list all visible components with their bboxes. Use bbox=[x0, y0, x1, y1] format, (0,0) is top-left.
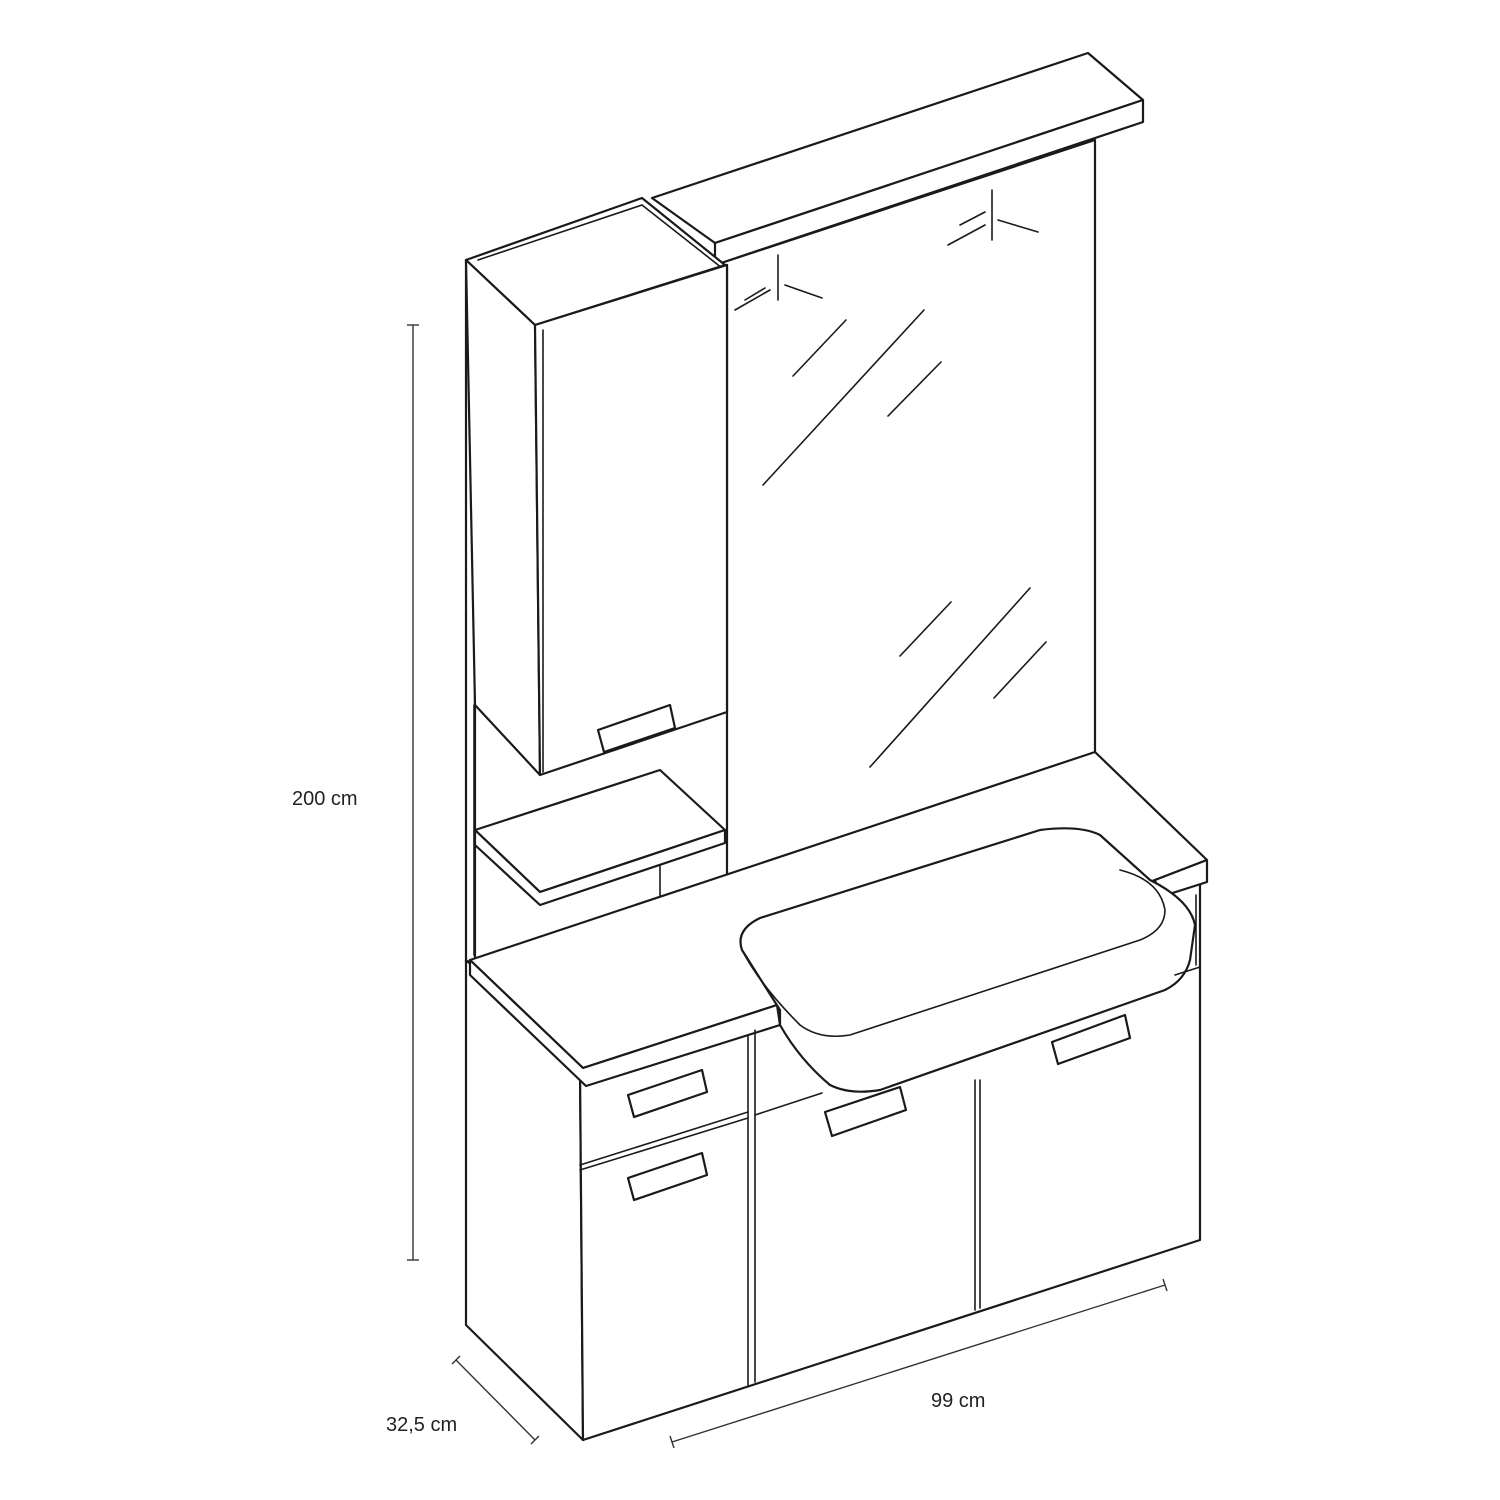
wall-cabinet-door[interactable] bbox=[533, 263, 729, 777]
width-label: 99 cm bbox=[931, 1390, 986, 1412]
mirror-panel bbox=[713, 138, 1097, 882]
width-dimension-line bbox=[669, 1278, 1168, 1449]
sink-bowl bbox=[739, 869, 1166, 1038]
height-dimension-line bbox=[407, 324, 419, 1261]
height-label: 200 cm bbox=[292, 788, 358, 810]
drawer-divider bbox=[579, 1117, 749, 1171]
small-shelf-front bbox=[473, 828, 727, 907]
depth-dimension-line bbox=[451, 1355, 540, 1445]
sink-basin bbox=[739, 827, 1197, 1093]
depth-label: 32,5 cm bbox=[386, 1414, 458, 1436]
light-icon bbox=[734, 254, 823, 311]
wall-cabinet-side bbox=[464, 258, 542, 777]
mirror-reflection bbox=[762, 309, 1047, 768]
light-icon bbox=[947, 189, 1039, 246]
